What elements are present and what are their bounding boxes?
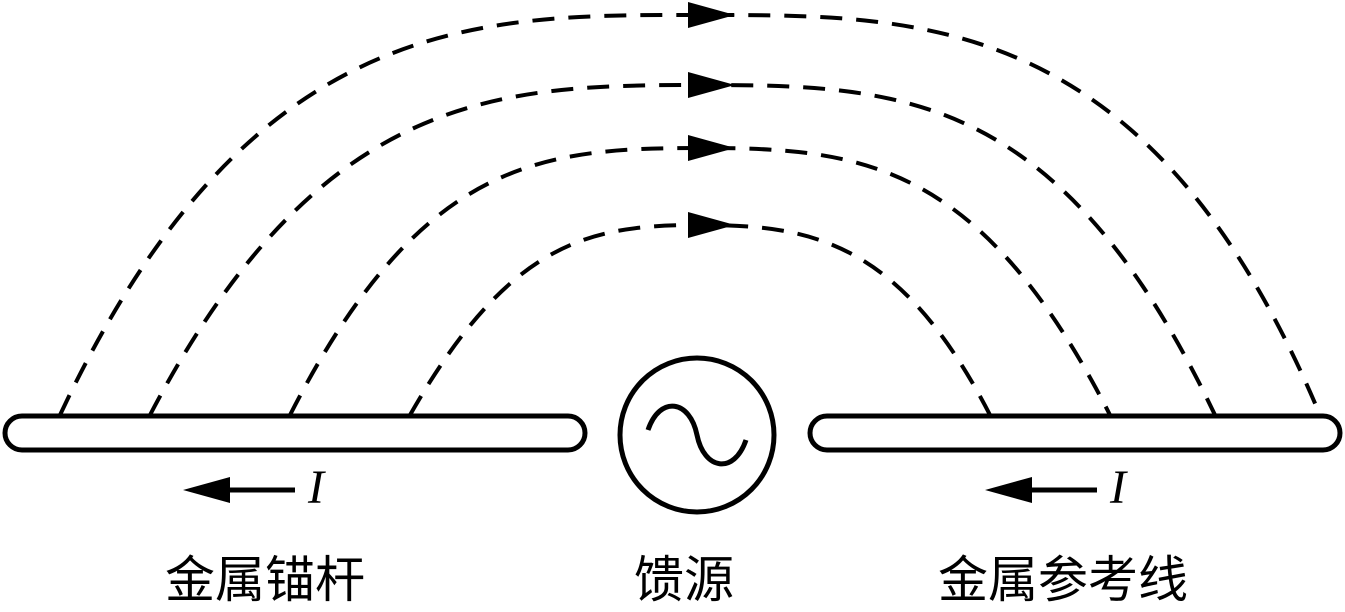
arrow-head-1 <box>688 2 735 28</box>
arrow-head-3 <box>688 135 735 161</box>
right-rod <box>807 413 1343 453</box>
right-rod-label: 金属参考线 <box>938 551 1188 609</box>
left-rod-label: 金属锚杆 <box>165 551 365 609</box>
left-rod <box>2 413 588 453</box>
field-line-3 <box>288 145 1112 416</box>
current-arrowhead-right <box>985 477 1032 503</box>
current-arrowhead-left <box>183 477 230 503</box>
current-label-right: I <box>1110 461 1126 514</box>
arrow-head-2 <box>688 72 735 98</box>
arrow-head-4 <box>688 212 735 238</box>
source-label: 馈源 <box>634 551 734 609</box>
current-label-left: I <box>308 461 324 514</box>
field-line-1 <box>58 12 1322 416</box>
ac-sine-icon <box>645 403 749 467</box>
